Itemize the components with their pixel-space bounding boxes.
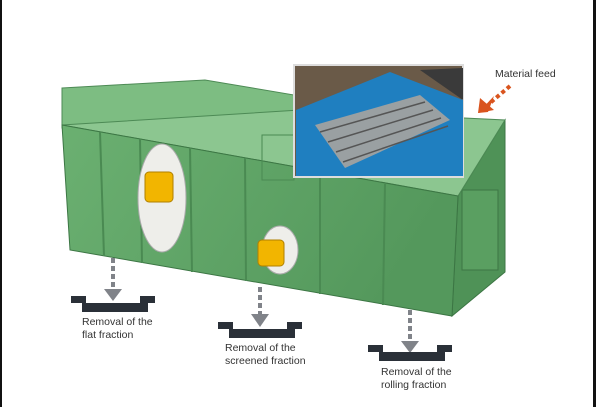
bin-screened [218,322,302,338]
label-line: flat fraction [82,329,134,341]
motor-1 [144,171,174,203]
bin-flat [71,296,155,312]
material-feed-arrow [478,84,512,113]
label-line: Removal of the [381,366,452,378]
inset-photo-screen-deck [293,64,464,178]
drop-arrow-screened [251,287,269,327]
drop-arrow-rolling [401,310,419,353]
flat-fraction-label: Removal of the flat fraction [82,316,153,342]
drop-arrow-flat [104,258,122,301]
label-line: Removal of the [225,342,296,354]
label-line: screened fraction [225,355,306,367]
rolling-fraction-label: Removal of the rolling fraction [381,366,452,392]
bin-rolling [368,345,452,361]
screened-fraction-label: Removal of the screened fraction [225,342,306,368]
label-line: rolling fraction [381,379,447,391]
front-ribs [99,131,386,306]
label-line: Removal of the [82,316,153,328]
motor-2 [257,239,285,267]
material-feed-label: Material feed [495,68,556,80]
